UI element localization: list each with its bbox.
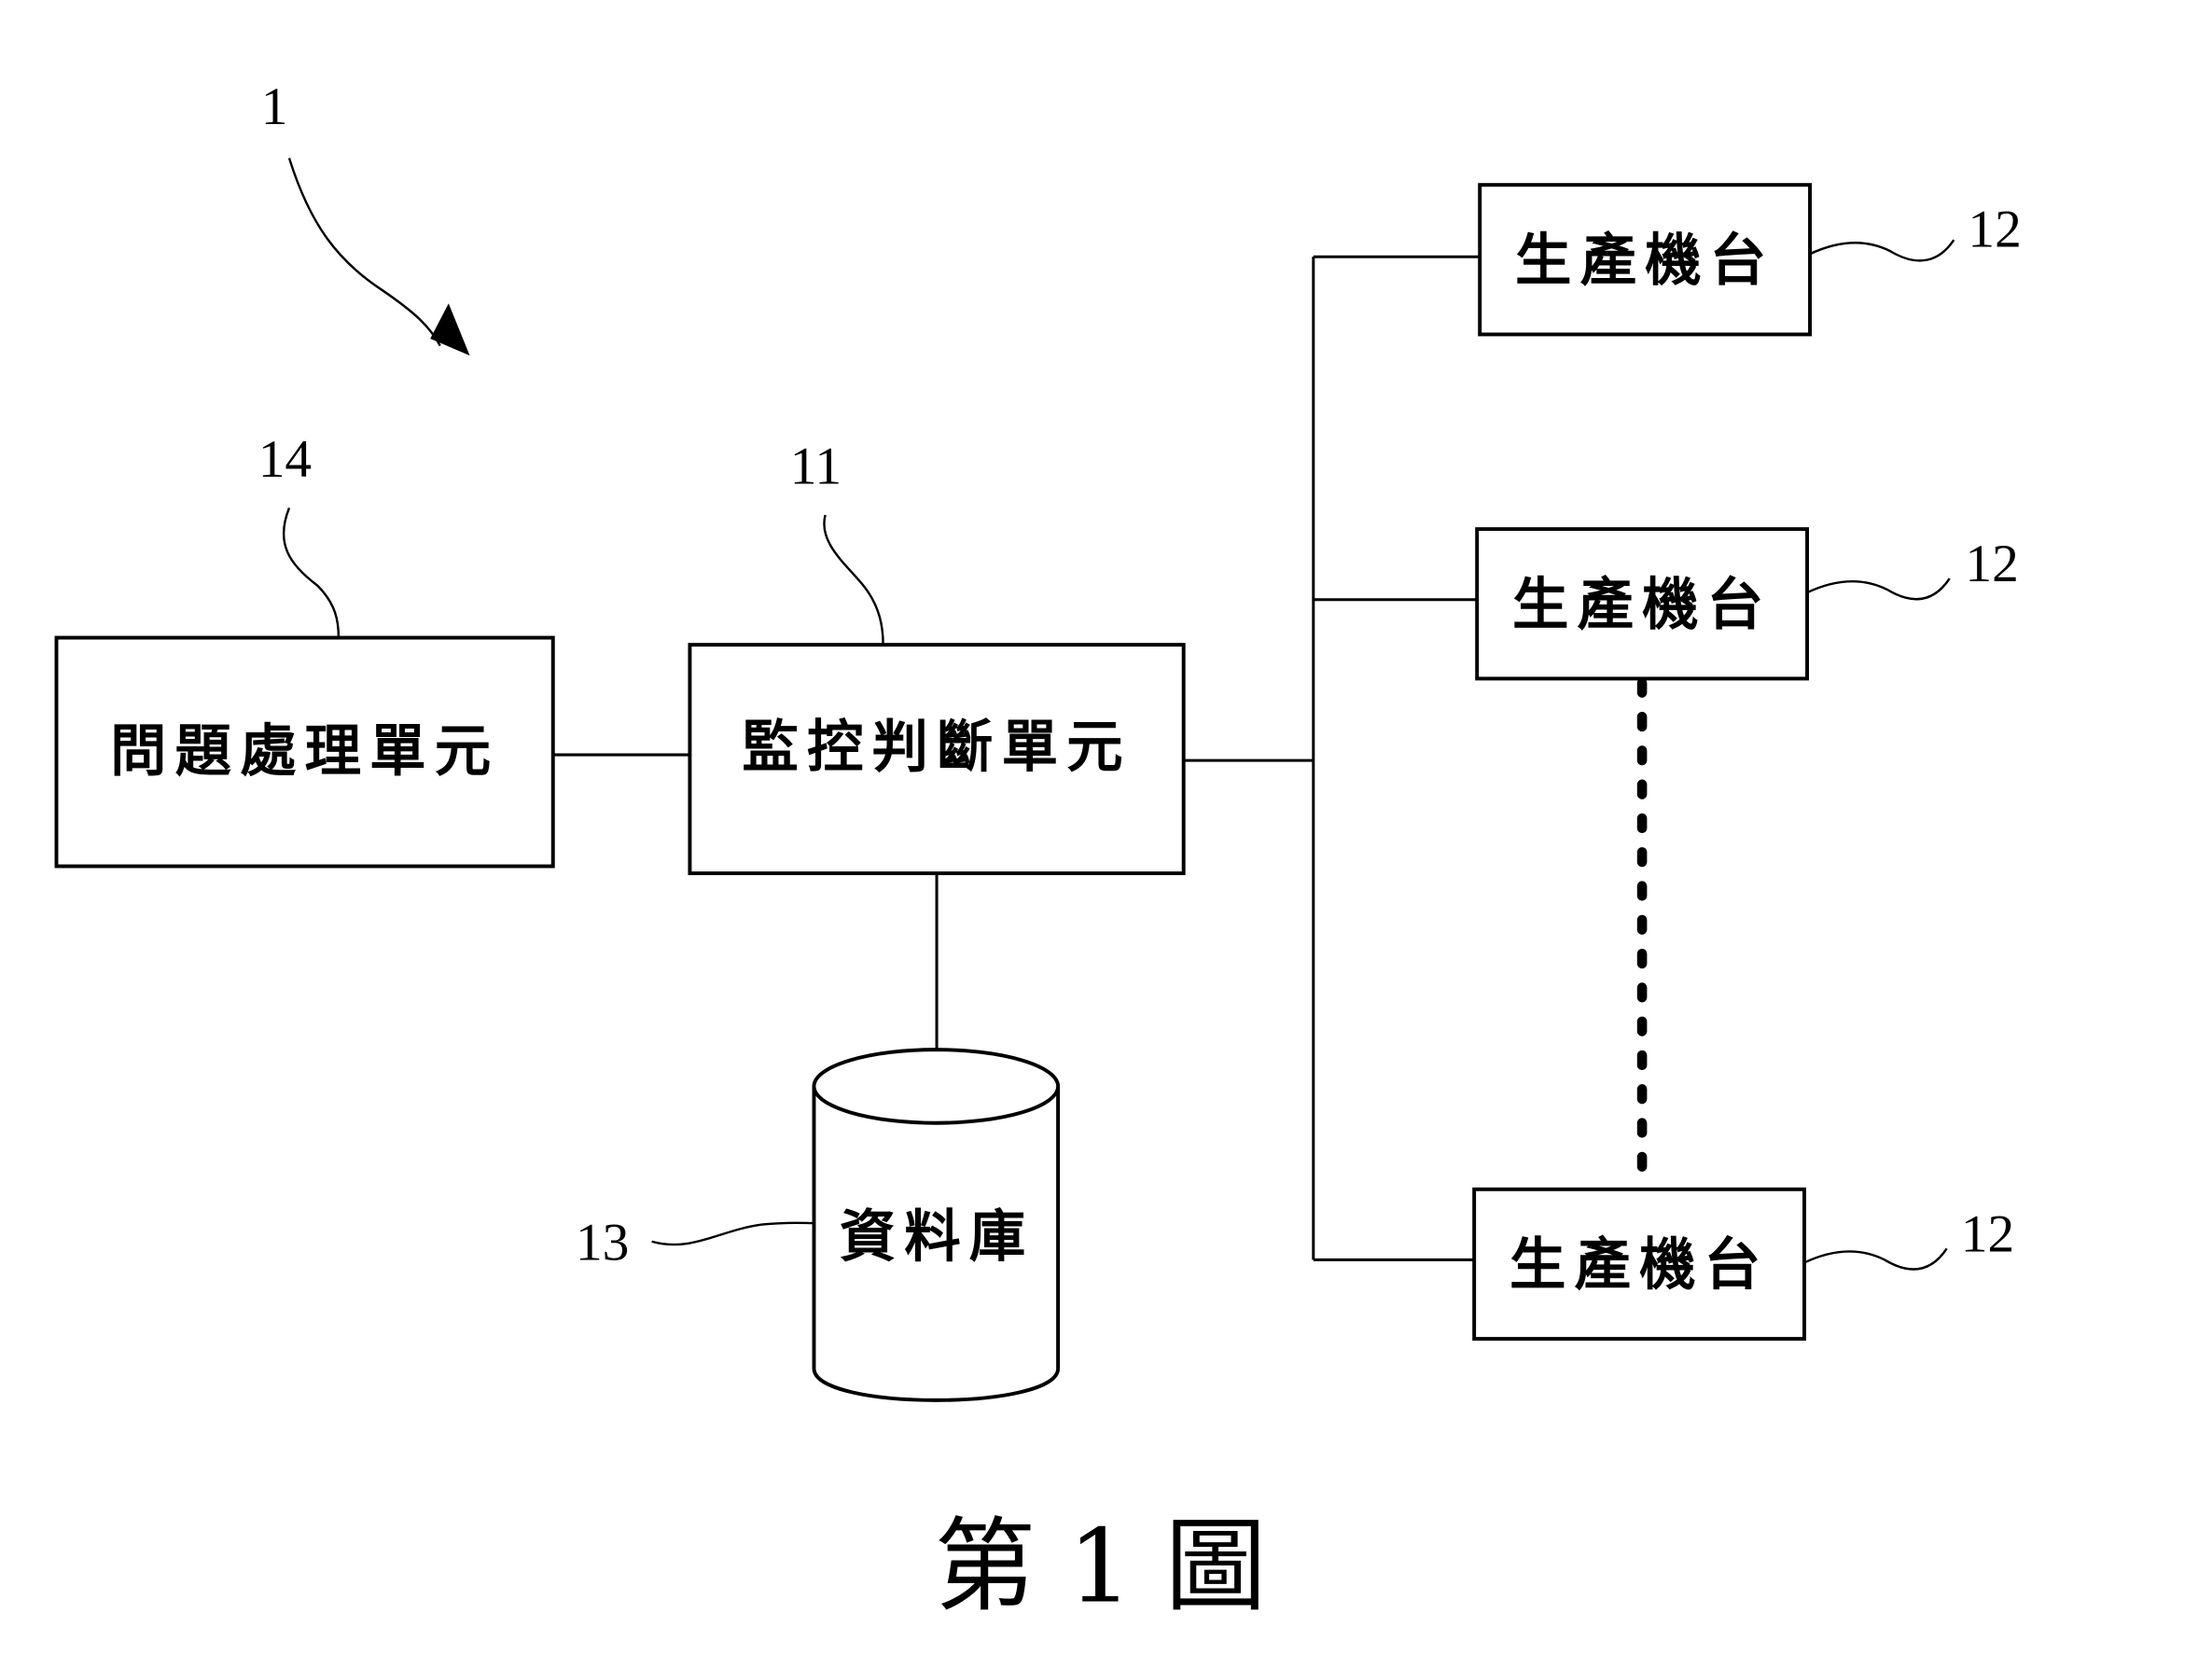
machine-box-2	[1475, 527, 1809, 681]
monitor-unit-label: 監控判斷單元	[742, 714, 1131, 780]
machine-box-1	[1478, 183, 1813, 337]
database-label: 資料庫	[840, 1203, 1035, 1270]
arrow-head-icon	[430, 303, 470, 356]
machine-leader-3	[1803, 1247, 1948, 1271]
problem-unit-leader	[282, 507, 341, 638]
system-ref-arrow	[287, 158, 441, 347]
problem-unit-ref: 14	[258, 430, 312, 489]
machine-box-3	[1472, 1187, 1806, 1342]
database-ref: 13	[576, 1213, 629, 1272]
machine-label-1: 生產機台	[1515, 227, 1774, 293]
machine-label-2: 生產機台	[1512, 571, 1772, 637]
machine-leader-2	[1806, 577, 1951, 601]
machine-ref-2: 12	[1965, 535, 2018, 593]
monitor-unit-ref: 11	[790, 438, 842, 496]
problem-unit-box	[54, 635, 555, 869]
machine-ref-1: 12	[1968, 201, 2021, 259]
machine-label-3: 生產機台	[1509, 1231, 1769, 1298]
database-leader	[651, 1221, 814, 1246]
monitor-unit-leader	[823, 514, 884, 646]
system-ref-label: 1	[261, 77, 288, 136]
machine-ref-3: 12	[1961, 1204, 2014, 1263]
monitor-unit-box	[688, 643, 1186, 876]
problem-unit-label: 問題處理單元	[110, 718, 499, 785]
database-cylinder	[812, 1048, 1061, 1402]
figure-caption: 第 1 圖	[934, 1507, 1266, 1625]
machine-leader-1	[1809, 239, 1955, 262]
